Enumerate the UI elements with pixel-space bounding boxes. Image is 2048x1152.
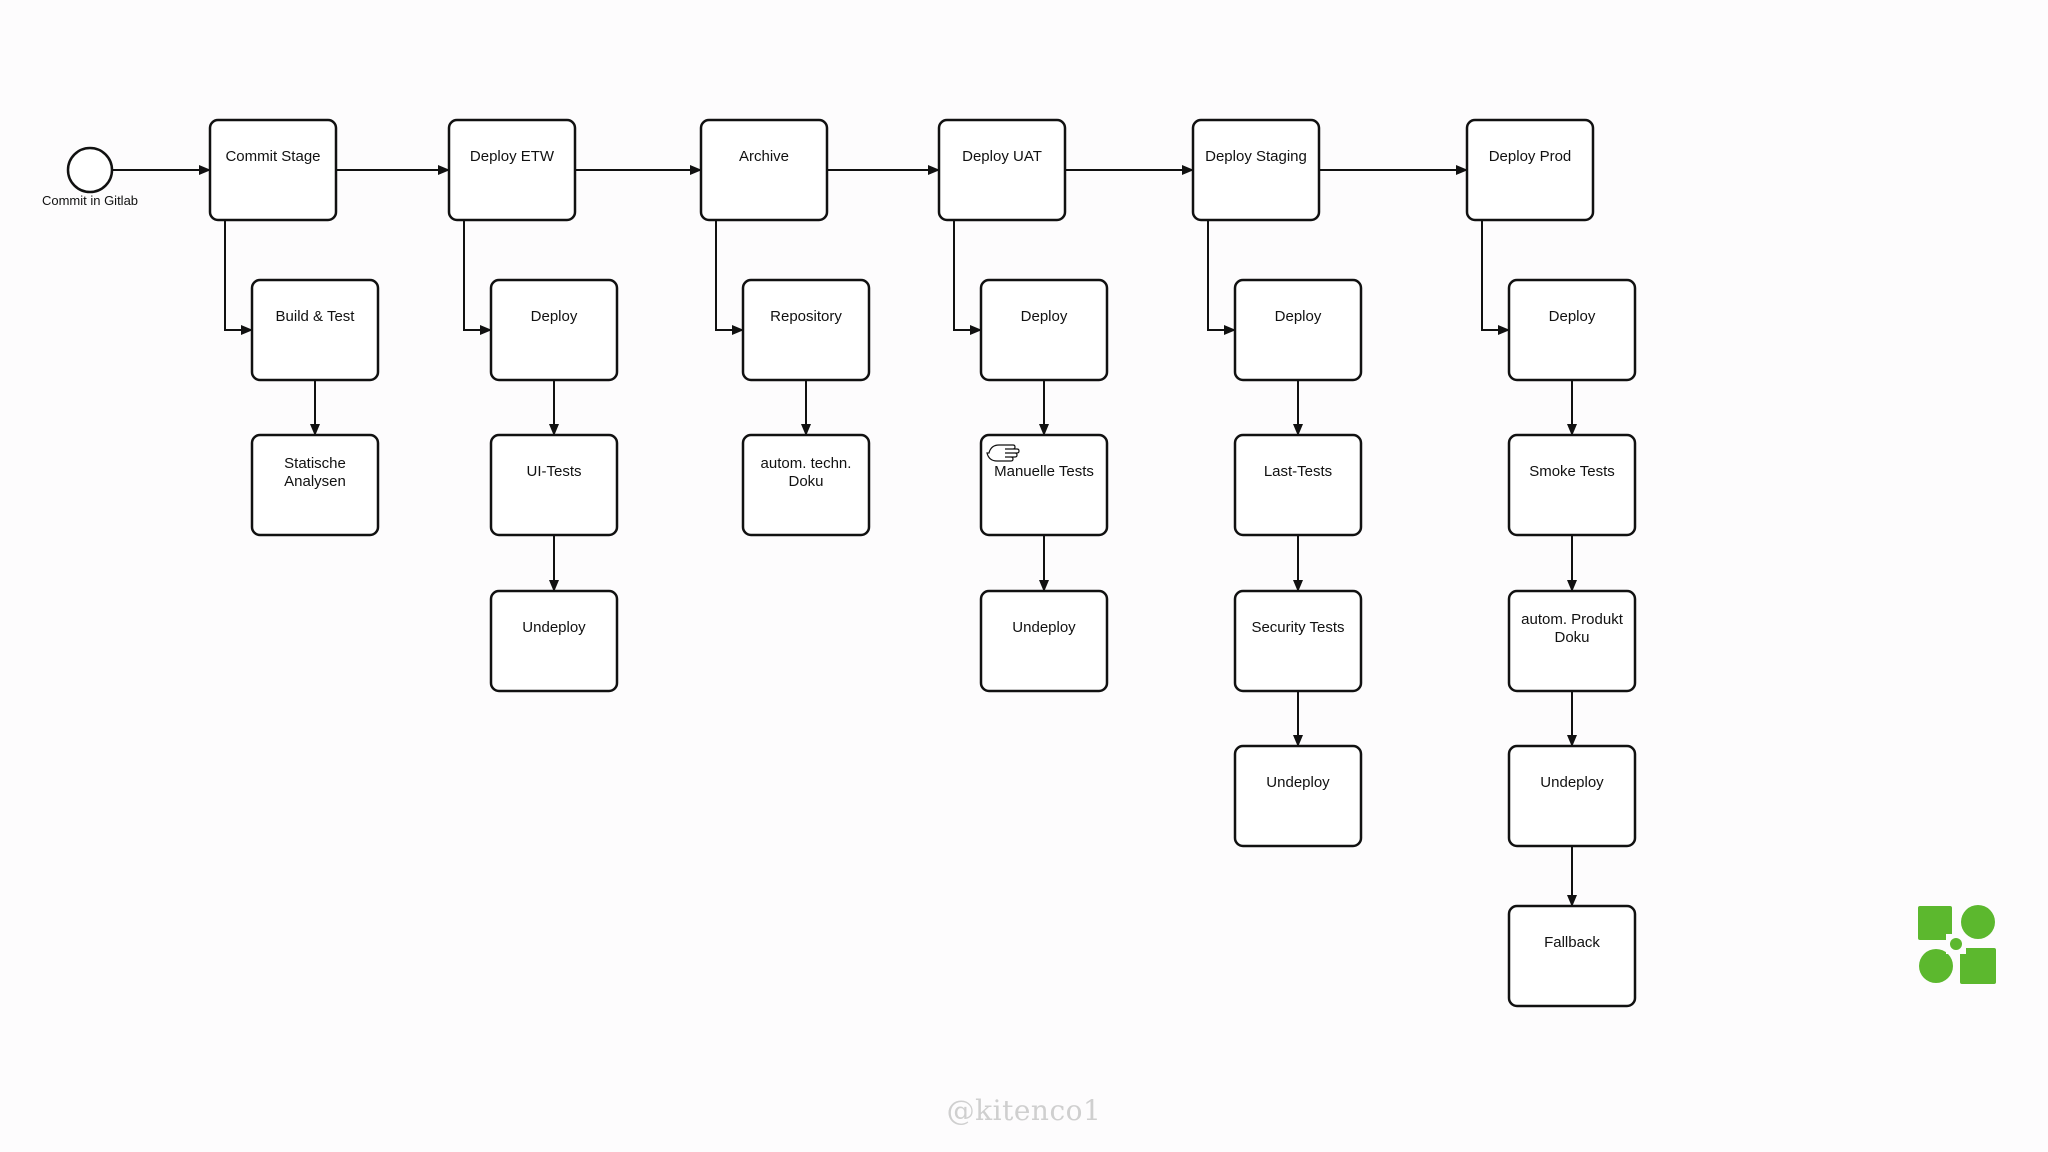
step-deploy-prod-undeploy-label: Undeploy <box>1540 774 1604 791</box>
stage-deploy-prod-label: Deploy Prod <box>1489 148 1572 165</box>
step-deploy-staging-undeploy-label: Undeploy <box>1266 774 1330 791</box>
step-deploy-etw-undeploy-label: Undeploy <box>522 619 586 636</box>
step-archive-repository: Repository <box>741 278 871 382</box>
step-deploy-uat-deploy-box <box>979 278 1109 382</box>
start-event-circle <box>66 146 114 194</box>
watermark-text: @kitenco1 <box>946 1094 1102 1127</box>
step-deploy-etw-ui-tests-box <box>489 433 619 537</box>
manual-task-hand-icon <box>986 444 1020 462</box>
branch-arrow <box>224 220 253 335</box>
step-commit-stage-statische-analysen-box <box>250 433 380 537</box>
branch-arrow <box>463 220 492 335</box>
stage-commit-stage-box <box>208 118 338 222</box>
step-deploy-staging-security-tests: Security Tests <box>1233 589 1363 693</box>
stage-deploy-staging: Deploy Staging <box>1191 118 1321 222</box>
step-deploy-etw-deploy: Deploy <box>489 278 619 382</box>
step-archive-autom-techn-doku: autom. techn.Doku <box>741 433 871 537</box>
step-deploy-staging-undeploy-box <box>1233 744 1363 848</box>
step-archive-autom-techn-doku-label: autom. techn.Doku <box>761 455 852 490</box>
step-deploy-prod-fallback-box <box>1507 904 1637 1008</box>
stage-deploy-etw-label: Deploy ETW <box>470 148 555 165</box>
step-deploy-uat-manuelle-tests-box <box>979 433 1109 537</box>
branch-arrow <box>1207 220 1236 335</box>
stage-deploy-prod: Deploy Prod <box>1465 118 1595 222</box>
step-archive-autom-techn-doku-box <box>741 433 871 537</box>
step-deploy-staging-security-tests-box <box>1233 589 1363 693</box>
stage-deploy-staging-label: Deploy Staging <box>1205 148 1307 165</box>
step-deploy-prod-smoke-tests-box <box>1507 433 1637 537</box>
step-deploy-prod-autom-produkt-doku-box <box>1507 589 1637 693</box>
stage-deploy-uat-label: Deploy UAT <box>962 148 1042 165</box>
step-deploy-prod-smoke-tests-label: Smoke Tests <box>1529 463 1615 480</box>
step-deploy-etw-ui-tests-label: UI-Tests <box>526 463 581 480</box>
stage-commit-stage: Commit Stage <box>208 118 338 222</box>
step-deploy-prod-smoke-tests: Smoke Tests <box>1507 433 1637 537</box>
step-deploy-prod-fallback: Fallback <box>1507 904 1637 1008</box>
stage-deploy-prod-box <box>1465 118 1595 222</box>
step-deploy-prod-undeploy-box <box>1507 744 1637 848</box>
puzzle-logo-icon <box>1918 905 1996 984</box>
stage-archive-label: Archive <box>739 148 789 165</box>
step-deploy-prod-deploy-label: Deploy <box>1549 308 1596 325</box>
step-deploy-etw-deploy-box <box>489 278 619 382</box>
step-deploy-uat-deploy: Deploy <box>979 278 1109 382</box>
step-deploy-staging-undeploy: Undeploy <box>1233 744 1363 848</box>
step-deploy-prod-undeploy: Undeploy <box>1507 744 1637 848</box>
stage-deploy-etw-box <box>447 118 577 222</box>
step-deploy-staging-last-tests-label: Last-Tests <box>1264 463 1332 480</box>
step-archive-repository-label: Repository <box>770 308 842 325</box>
step-deploy-staging-last-tests: Last-Tests <box>1233 433 1363 537</box>
step-deploy-staging-deploy: Deploy <box>1233 278 1363 382</box>
step-deploy-staging-deploy-box <box>1233 278 1363 382</box>
step-deploy-prod-fallback-label: Fallback <box>1544 934 1600 951</box>
stage-archive-box <box>699 118 829 222</box>
stage-commit-stage-label: Commit Stage <box>225 148 320 165</box>
step-deploy-prod-deploy-box <box>1507 278 1637 382</box>
step-deploy-prod-deploy: Deploy <box>1507 278 1637 382</box>
step-deploy-uat-manuelle-tests: Manuelle Tests <box>979 433 1109 537</box>
step-deploy-etw-deploy-label: Deploy <box>531 308 578 325</box>
step-deploy-staging-deploy-label: Deploy <box>1275 308 1322 325</box>
step-deploy-uat-undeploy: Undeploy <box>979 589 1109 693</box>
branch-arrow <box>953 220 982 335</box>
stage-deploy-staging-box <box>1191 118 1321 222</box>
start-event-label: Commit in Gitlab <box>42 193 138 208</box>
step-deploy-staging-last-tests-box <box>1233 433 1363 537</box>
step-deploy-etw-ui-tests: UI-Tests <box>489 433 619 537</box>
step-commit-stage-build-test-box <box>250 278 380 382</box>
stage-deploy-uat-box <box>937 118 1067 222</box>
step-archive-repository-box <box>741 278 871 382</box>
branch-arrow <box>715 220 744 335</box>
stage-archive: Archive <box>699 118 829 222</box>
stage-deploy-uat: Deploy UAT <box>937 118 1067 222</box>
step-commit-stage-build-test: Build & Test <box>250 278 380 382</box>
step-deploy-etw-undeploy-box <box>489 589 619 693</box>
step-deploy-uat-deploy-label: Deploy <box>1021 308 1068 325</box>
step-commit-stage-build-test-label: Build & Test <box>276 308 356 325</box>
step-deploy-etw-undeploy: Undeploy <box>489 589 619 693</box>
step-deploy-uat-undeploy-label: Undeploy <box>1012 619 1076 636</box>
step-deploy-uat-undeploy-box <box>979 589 1109 693</box>
step-deploy-uat-manuelle-tests-label: Manuelle Tests <box>994 463 1094 480</box>
stage-deploy-etw: Deploy ETW <box>447 118 577 222</box>
step-deploy-staging-security-tests-label: Security Tests <box>1251 619 1344 636</box>
branch-arrow <box>1481 220 1510 335</box>
